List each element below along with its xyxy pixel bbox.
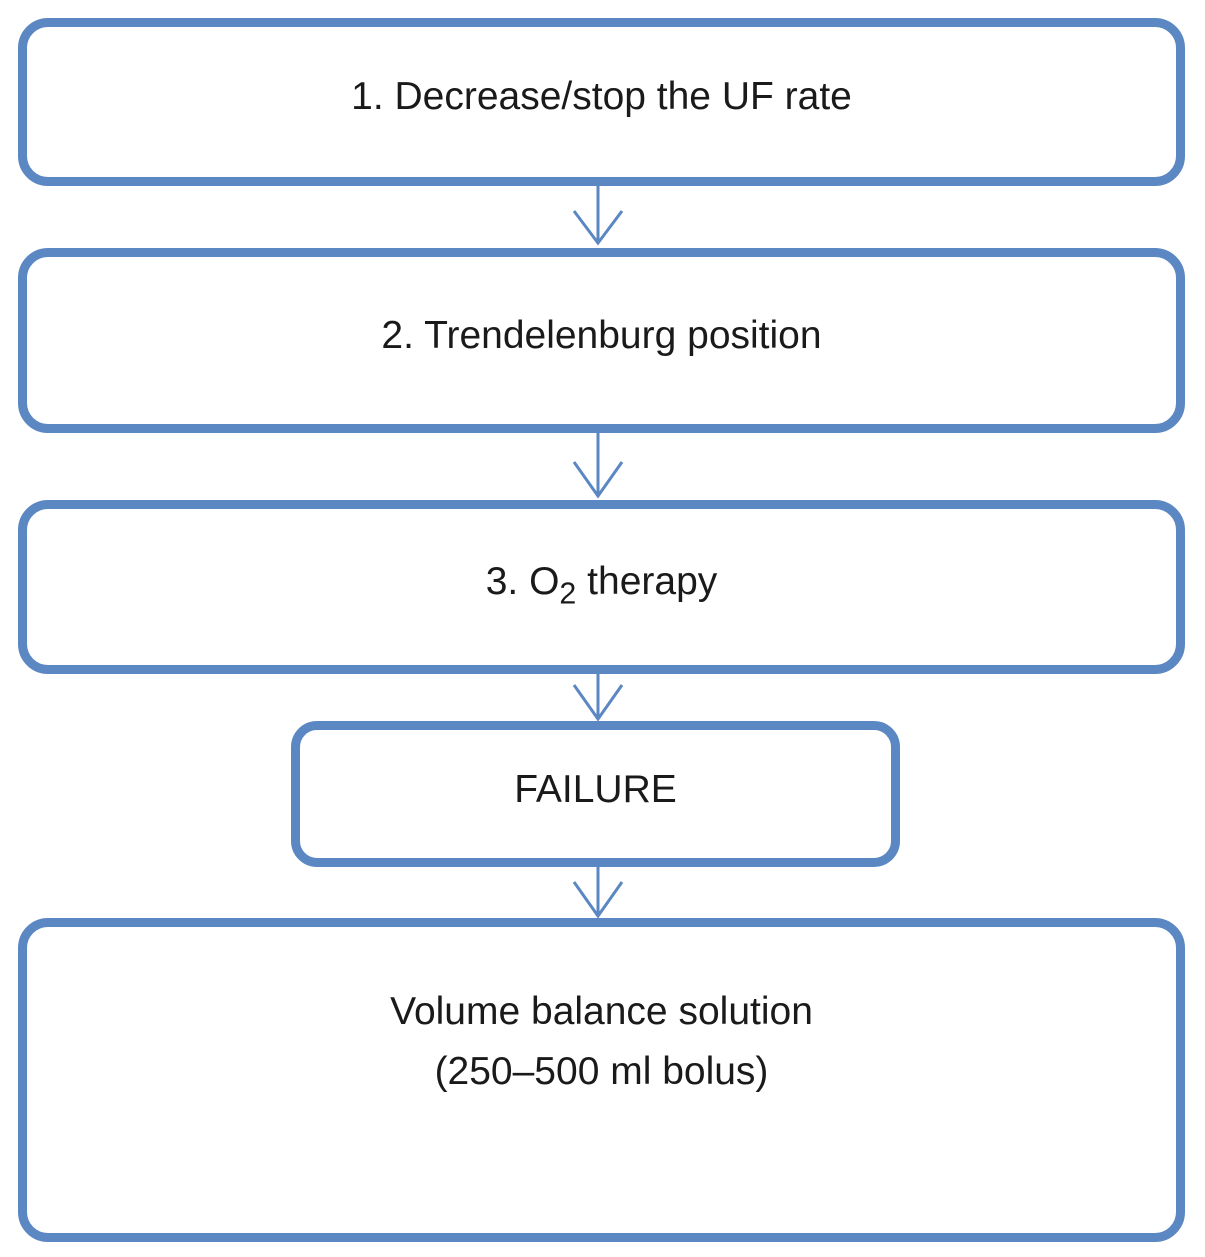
arrow-down-icon: [572, 669, 624, 722]
step-3-o2-therapy-box: 3. O2 therapy: [18, 500, 1185, 674]
volume-balance-line-1: Volume balance solution: [390, 989, 813, 1033]
failure-box: FAILURE: [291, 721, 900, 867]
volume-balance-line-2: (250–500 ml bolus): [434, 1050, 769, 1093]
step-1-decrease-uf-rate-box: 1. Decrease/stop the UF rate: [18, 18, 1185, 186]
arrow-down-icon: [572, 181, 624, 246]
failure-label: FAILURE: [514, 767, 677, 811]
step-3-suffix: therapy: [576, 559, 718, 603]
step-3-subscript: 2: [559, 576, 577, 611]
step-2-trendelenburg-box: 2. Trendelenburg position: [18, 248, 1185, 433]
arrow-down-icon: [572, 428, 624, 499]
step-3-label: 3. O2 therapy: [486, 552, 718, 612]
arrow-down-icon: [572, 862, 624, 919]
step-2-label: 2. Trendelenburg position: [381, 314, 822, 358]
volume-balance-solution-box: Volume balance solution (250–500 ml bolu…: [18, 918, 1185, 1242]
step-3-prefix: 3. O: [485, 559, 560, 603]
step-1-label: 1. Decrease/stop the UF rate: [351, 74, 852, 118]
